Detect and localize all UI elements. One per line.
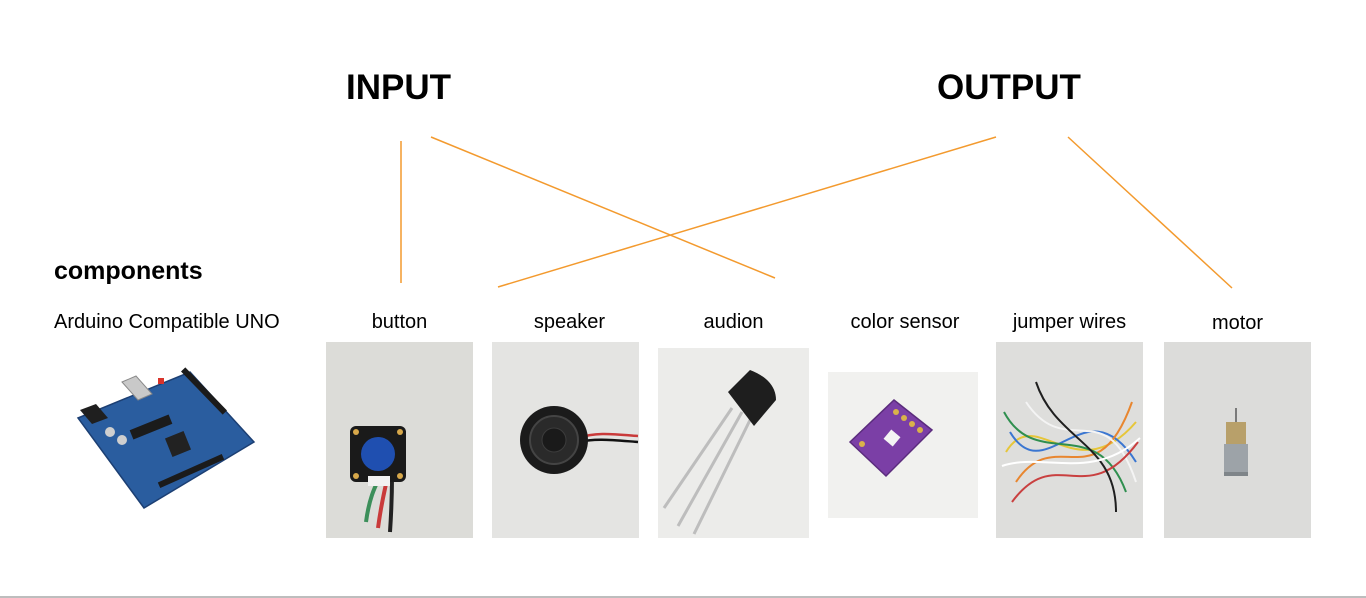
components-title: components [54, 257, 203, 285]
motor-image [1164, 342, 1311, 538]
jumper-wires-image [996, 342, 1143, 538]
component-label-color-sensor: color sensor [850, 311, 960, 333]
board-label: Arduino Compatible UNO [54, 311, 280, 333]
bottom-divider [0, 596, 1366, 598]
speaker-image [492, 342, 639, 538]
output-to-speaker-line [497, 136, 997, 288]
component-label-button: button [371, 311, 428, 333]
input-to-audion-line [430, 136, 776, 279]
component-label-speaker: speaker [533, 311, 606, 333]
button-image [326, 342, 473, 538]
component-label-motor: motor [1211, 312, 1264, 334]
component-label-jumper-wires: jumper wires [1012, 311, 1127, 333]
color-sensor-image [828, 372, 978, 518]
input-heading: INPUT [346, 68, 451, 107]
audion-image [658, 348, 809, 538]
output-to-motor-line [1067, 136, 1233, 289]
arduino-board-image [70, 358, 260, 518]
component-label-audion: audion [703, 311, 764, 333]
output-heading: OUTPUT [937, 68, 1081, 107]
